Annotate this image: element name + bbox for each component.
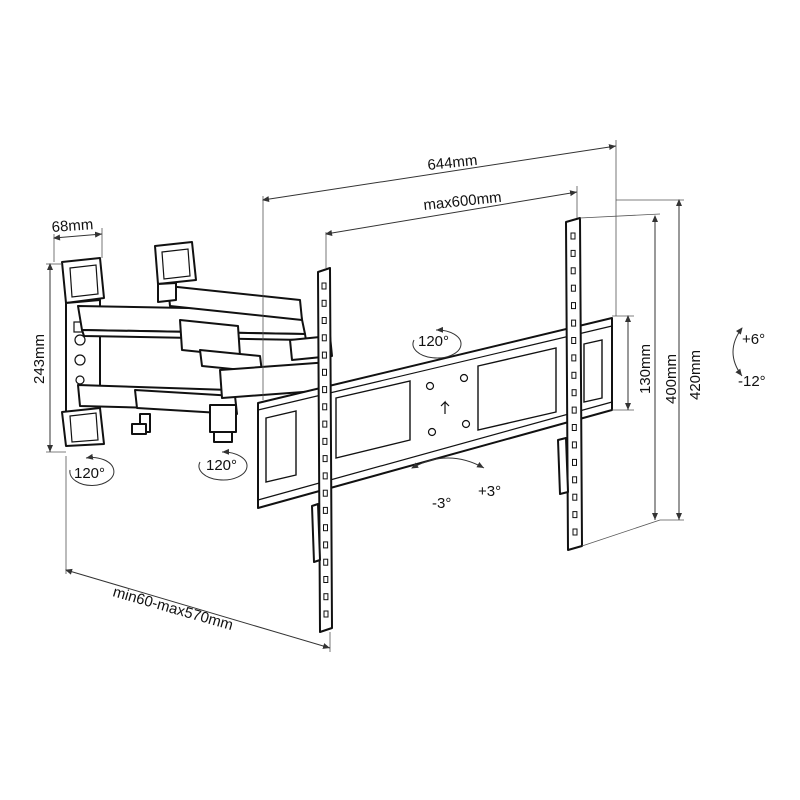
- rail-hole: [322, 368, 327, 376]
- rail-hole: [572, 528, 578, 536]
- rail-hole: [323, 524, 328, 532]
- rail-hole: [322, 506, 328, 514]
- rail-hole: [321, 282, 327, 290]
- dim-wall-plate-depth: 68mm: [51, 216, 94, 236]
- rail-hole: [570, 267, 576, 275]
- dim-width-outer: 644mm: [427, 152, 479, 174]
- dimension-lines: [46, 140, 684, 652]
- rail-hole: [321, 299, 327, 307]
- rail-hole: [322, 472, 328, 480]
- rail-hole: [321, 334, 327, 342]
- dim-wall-plate-height: 243mm: [31, 334, 48, 384]
- rail-hole: [323, 541, 329, 549]
- rail-hole: [323, 610, 329, 618]
- rail-hole: [571, 354, 577, 362]
- rail-hole: [572, 458, 577, 466]
- rotation-indicators: [69, 326, 743, 486]
- angle-tilt-down: -12°: [738, 373, 766, 390]
- rail-hole: [321, 351, 327, 359]
- rail-hole: [571, 371, 577, 379]
- angle-rotate-plus: +3°: [478, 483, 501, 500]
- rail-hole: [322, 403, 328, 411]
- rail-hole: [572, 511, 578, 519]
- rail-hole: [572, 476, 578, 484]
- rail-hole: [321, 317, 327, 324]
- rail-hole: [322, 437, 328, 445]
- wall-plate: [61, 257, 105, 447]
- rail-hole: [570, 249, 576, 257]
- angle-swivel-arm-mid: 120°: [206, 457, 237, 474]
- rail-hole: [571, 406, 577, 414]
- angle-rotate-minus: -3°: [432, 495, 451, 512]
- rail-hole: [323, 593, 329, 601]
- dim-height-inner: 400mm: [663, 354, 680, 404]
- tv-frame: [257, 317, 613, 509]
- rail-hole: [571, 302, 576, 310]
- rail-hole: [570, 232, 576, 240]
- rail-hole: [322, 455, 328, 463]
- dim-extension: min60-max570mm: [111, 584, 235, 635]
- rail-hole: [571, 337, 577, 344]
- swing-arms: [77, 241, 333, 443]
- angle-swivel-head: 120°: [418, 333, 449, 350]
- rail-hole: [571, 389, 577, 397]
- rail-hole: [571, 441, 577, 449]
- rail-hole: [571, 319, 577, 327]
- dim-height-outer: 420mm: [687, 350, 704, 400]
- dim-width-inner: max600mm: [423, 189, 503, 214]
- rail-hole: [322, 386, 328, 394]
- angle-swivel-arm-left: 120°: [74, 465, 105, 482]
- rail-hole: [571, 424, 577, 431]
- rail-hole: [323, 576, 329, 583]
- rail-hole: [322, 489, 328, 497]
- rail-hole: [572, 493, 578, 501]
- dim-frame-height: 130mm: [637, 344, 654, 394]
- rail-hole: [323, 558, 329, 566]
- rail-hole: [570, 284, 576, 292]
- angle-tilt-up: +6°: [742, 331, 765, 348]
- rail-hole: [322, 420, 328, 428]
- rail-holes: [321, 232, 578, 618]
